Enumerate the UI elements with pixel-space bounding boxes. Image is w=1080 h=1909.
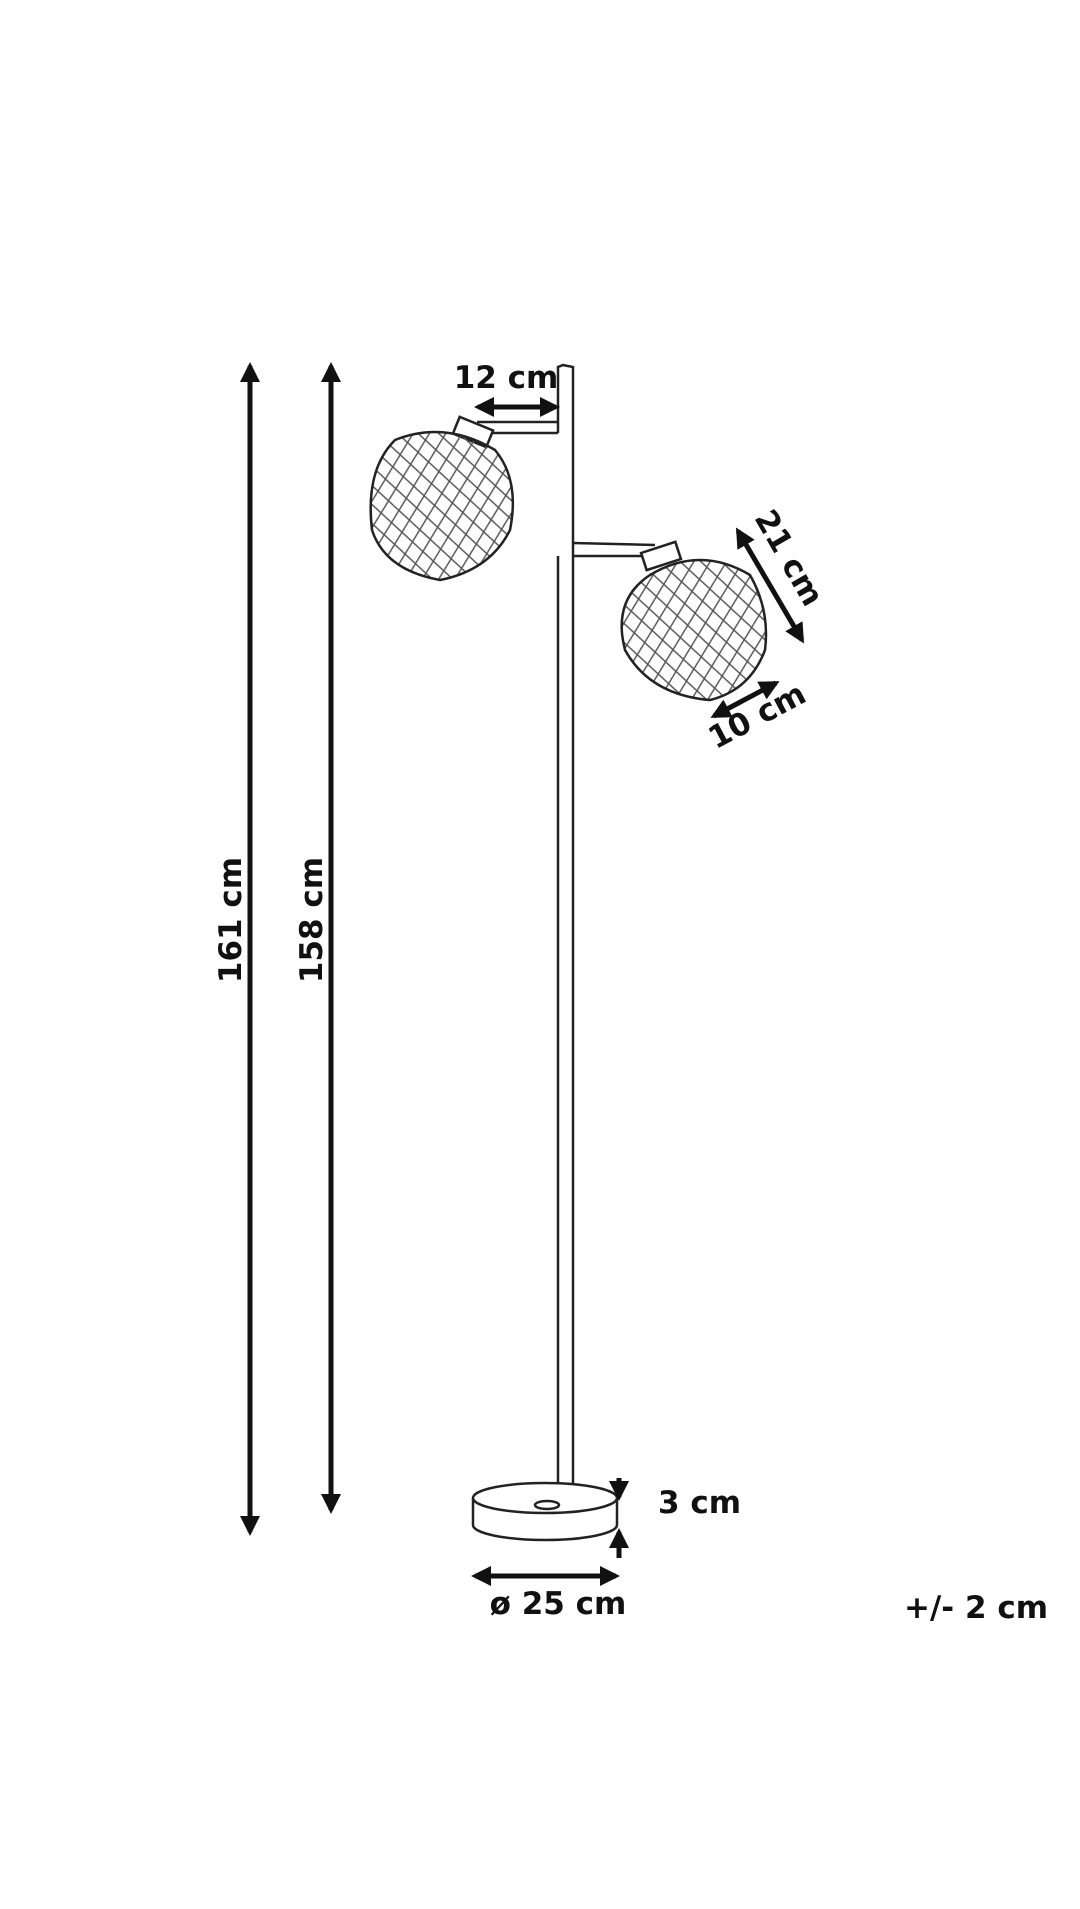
dimension-arrows <box>240 362 805 1586</box>
lower-lamp-shade <box>620 540 768 702</box>
upper-lamp-shade <box>369 415 515 582</box>
total-height-label: 161 cm <box>213 857 249 983</box>
tolerance-label: +/- 2 cm <box>904 1590 1048 1626</box>
arm-length-label: 12 cm <box>454 360 559 396</box>
lamp-pole <box>477 363 656 1492</box>
base-thickness-label: 3 cm <box>658 1485 741 1521</box>
pole-height-label: 158 cm <box>294 857 330 983</box>
lamp-base <box>471 1481 619 1542</box>
base-diameter-label: ø 25 cm <box>490 1586 627 1622</box>
